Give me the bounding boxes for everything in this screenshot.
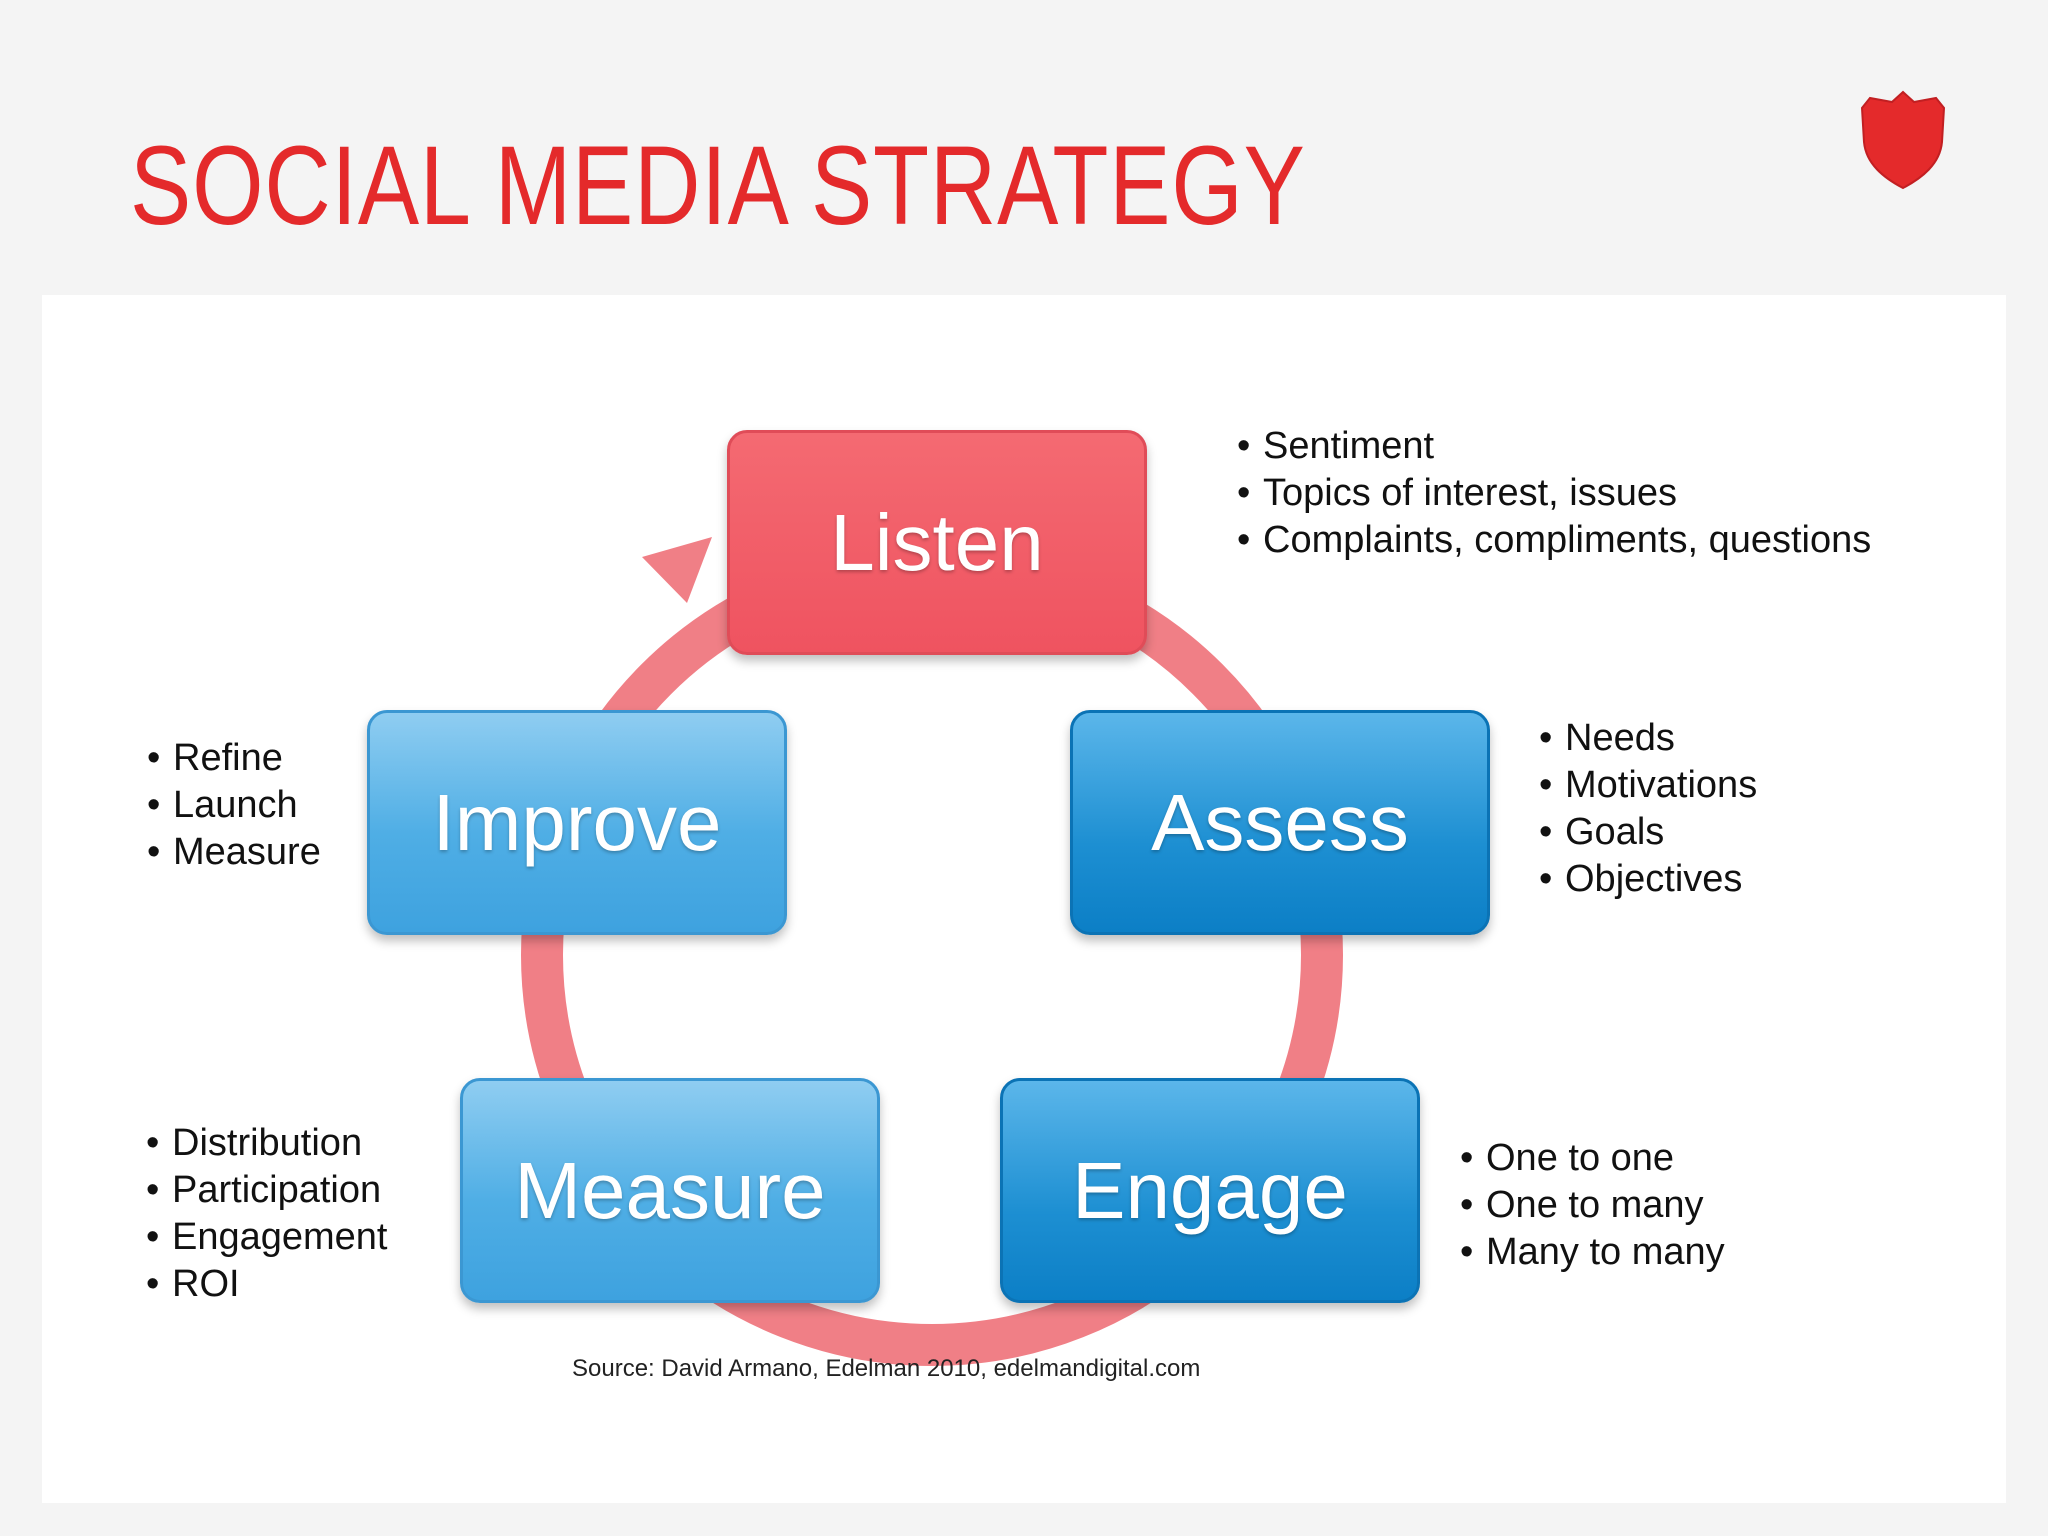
cycle-arrow-head	[642, 537, 712, 603]
step-assess-box: Assess	[1070, 710, 1490, 935]
bullet-item: Engagement	[146, 1214, 388, 1261]
bullet-item: Refine	[147, 735, 321, 782]
improve-bullets: Refine Launch Measure	[147, 735, 321, 876]
bullet-item: ROI	[146, 1261, 388, 1308]
bullet-item: Measure	[147, 829, 321, 876]
bullet-item: Launch	[147, 782, 321, 829]
bullet-item: Needs	[1539, 715, 1757, 762]
bullet-item: Goals	[1539, 809, 1757, 856]
slide-title: SOCIAL MEDIA STRATEGY	[130, 123, 1306, 248]
bullet-item: Participation	[146, 1167, 388, 1214]
bullet-item: Sentiment	[1237, 423, 1871, 470]
step-listen-box: Listen	[727, 430, 1147, 655]
step-engage-label: Engage	[1072, 1145, 1348, 1235]
bullet-item: One to one	[1460, 1135, 1725, 1182]
engage-bullets: One to one One to many Many to many	[1460, 1135, 1725, 1276]
bullet-item: One to many	[1460, 1182, 1725, 1229]
step-listen-label: Listen	[830, 497, 1044, 587]
bullet-item: Complaints, compliments, questions	[1237, 517, 1871, 564]
step-assess-label: Assess	[1151, 777, 1409, 867]
shield-icon	[1860, 90, 1946, 190]
step-engage-box: Engage	[1000, 1078, 1420, 1303]
source-caption: Source: David Armano, Edelman 2010, edel…	[572, 1355, 1201, 1382]
bullet-item: Distribution	[146, 1120, 388, 1167]
assess-bullets: Needs Motivations Goals Objectives	[1539, 715, 1757, 903]
diagram-panel: Listen Sentiment Topics of interest, iss…	[42, 295, 2006, 1503]
listen-bullets: Sentiment Topics of interest, issues Com…	[1237, 423, 1871, 564]
step-measure-label: Measure	[514, 1145, 826, 1235]
bullet-item: Objectives	[1539, 856, 1757, 903]
bullet-item: Many to many	[1460, 1229, 1725, 1276]
step-improve-label: Improve	[432, 777, 722, 867]
step-improve-box: Improve	[367, 710, 787, 935]
bullet-item: Motivations	[1539, 762, 1757, 809]
bullet-item: Topics of interest, issues	[1237, 470, 1871, 517]
measure-bullets: Distribution Participation Engagement RO…	[146, 1120, 388, 1308]
step-measure-box: Measure	[460, 1078, 880, 1303]
